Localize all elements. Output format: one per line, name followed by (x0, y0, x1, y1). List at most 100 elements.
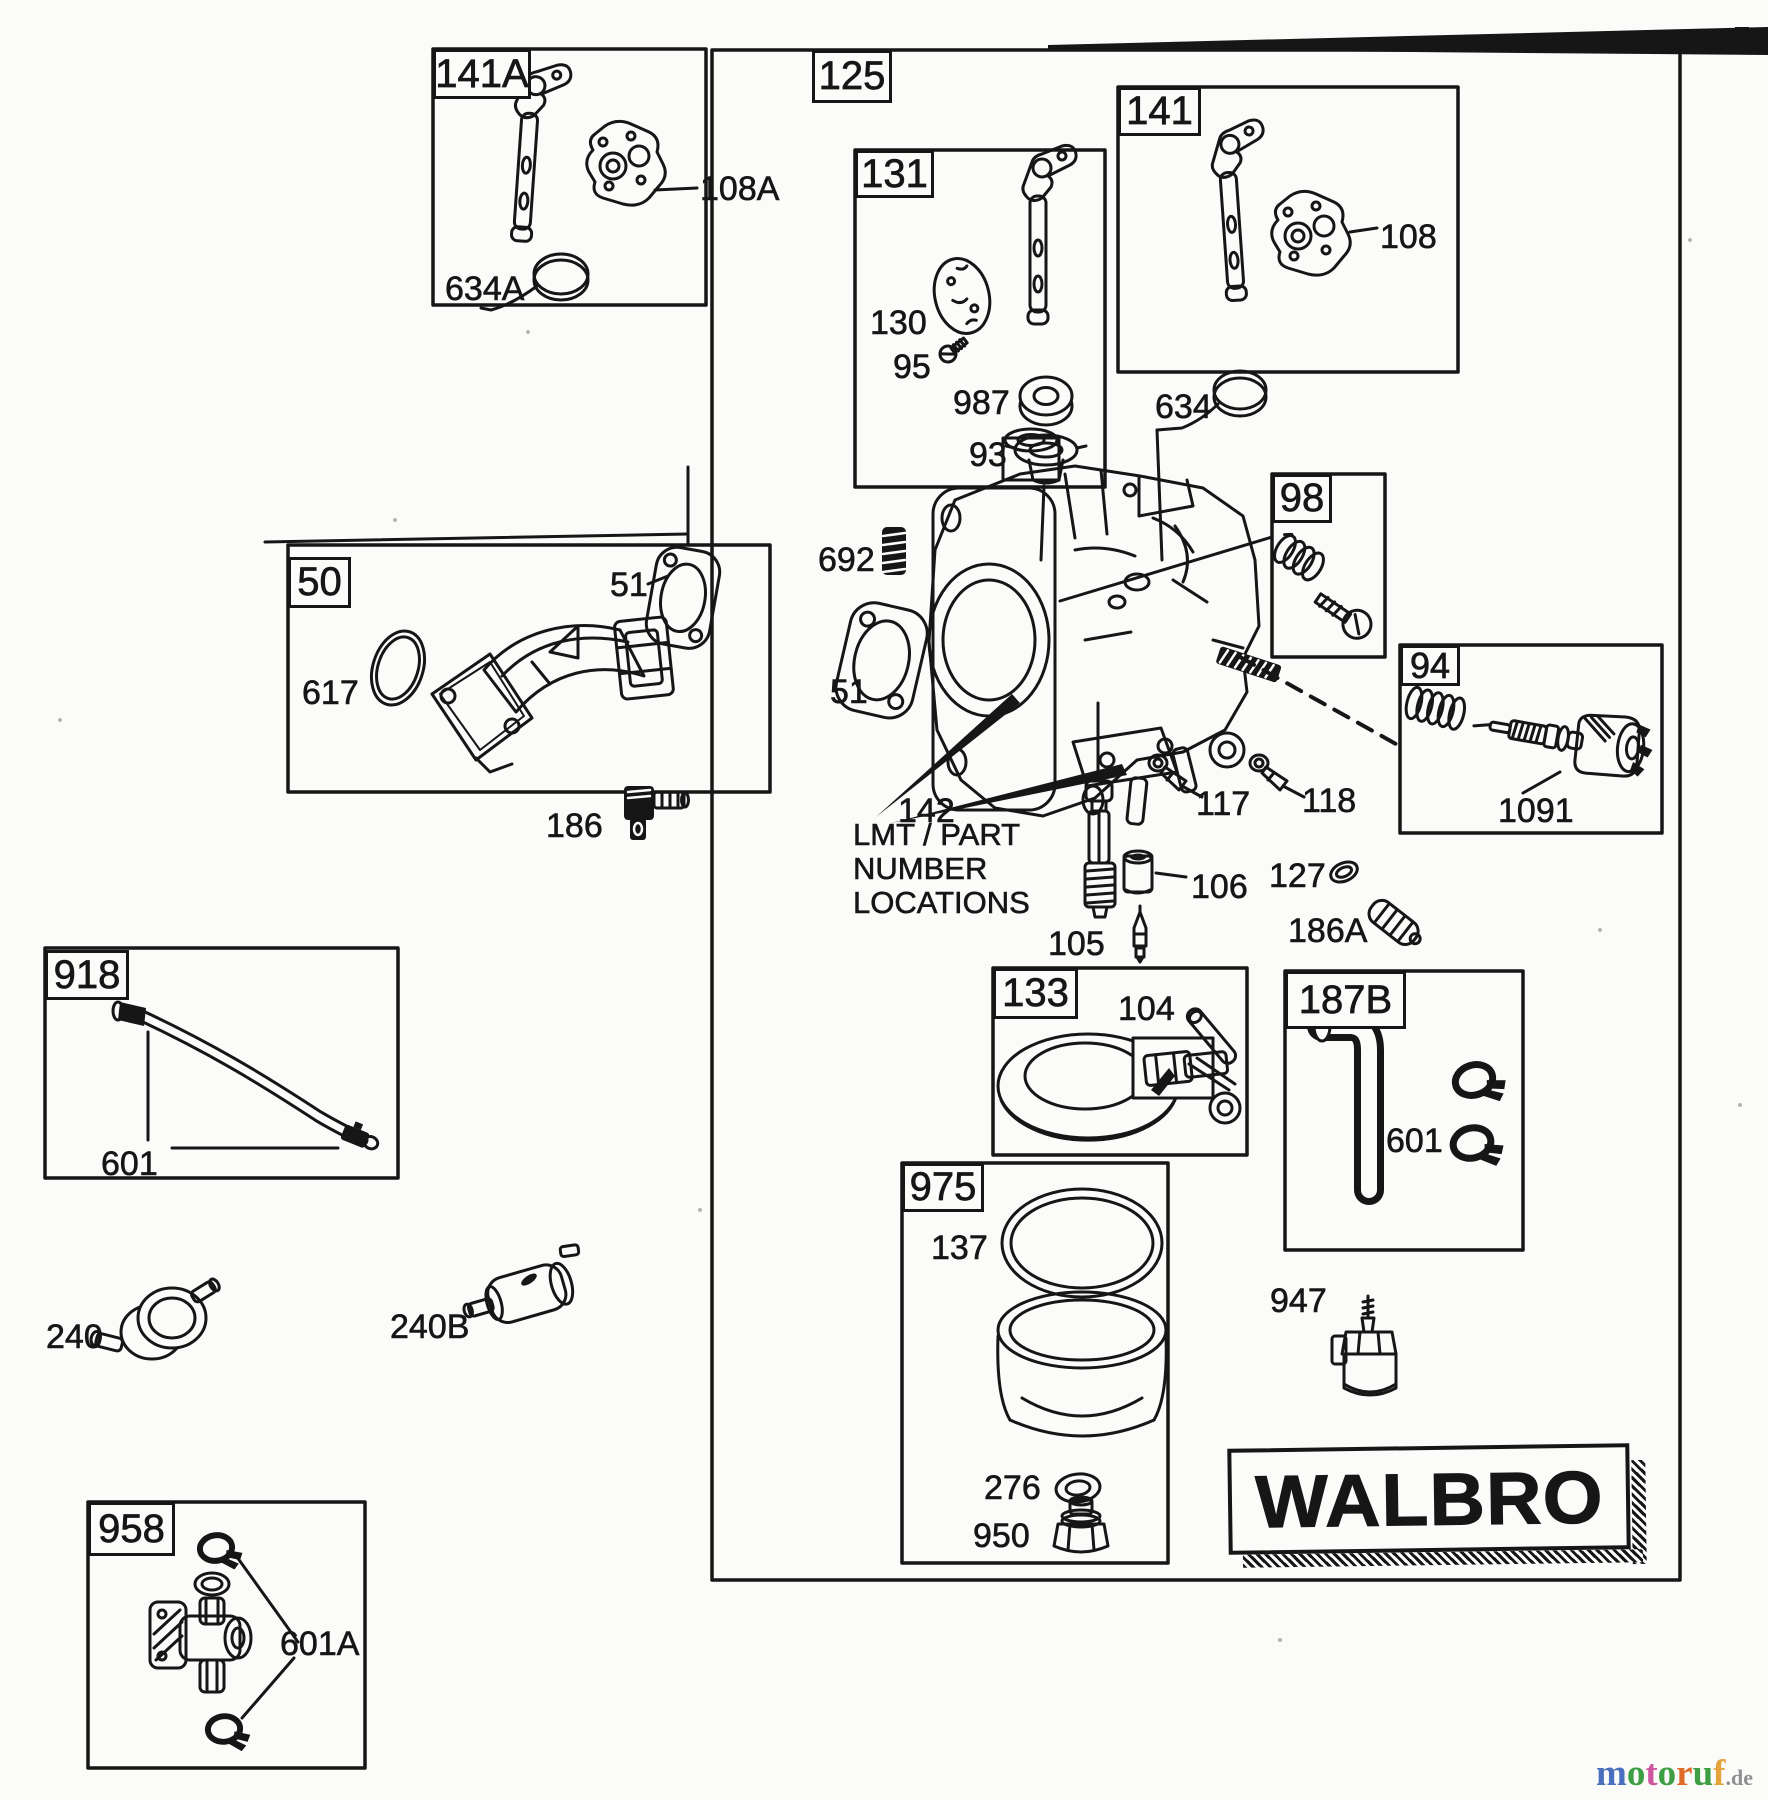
callout-601-breather: 601 (1386, 1122, 1443, 1160)
callout-117: 117 (1196, 785, 1251, 823)
watermark-letter: o (1657, 1753, 1677, 1794)
motoruf-watermark[interactable]: motoruf.de (1596, 1752, 1753, 1795)
part-nozzle-117 (1147, 753, 1188, 792)
callout-634A: 634A (445, 270, 525, 308)
part-needle-94 (1472, 719, 1585, 752)
box-label-133: 133 (993, 968, 1078, 1019)
callout-105: 105 (1048, 925, 1105, 963)
part-nozzle-118 (1248, 753, 1289, 792)
part-fuel-filter-240 (89, 1277, 221, 1361)
callout-106: 106 (1191, 868, 1248, 906)
callout-142: 142 (898, 792, 955, 830)
pointer-106 (1154, 871, 1188, 879)
callout-950: 950 (973, 1517, 1030, 1555)
lmt-line-2: NUMBER (853, 851, 988, 886)
part-intake-manifold (430, 615, 675, 774)
part-gasket-108A (585, 119, 667, 207)
callout-1091: 1091 (1498, 792, 1574, 830)
box-975 (900, 1161, 1170, 1565)
box-label-141A: 141A (433, 49, 531, 99)
box-label-98: 98 (1272, 474, 1332, 523)
callout-108: 108 (1380, 218, 1437, 256)
box-918 (43, 946, 400, 1180)
pointer-51-manifold (646, 574, 670, 586)
callout-276: 276 (984, 1469, 1041, 1507)
part-spring-94 (1404, 685, 1467, 731)
callout-127: 127 (1269, 857, 1326, 895)
watermark-letter: u (1692, 1753, 1714, 1794)
part-oring-127 (1329, 860, 1359, 884)
box-label-50: 50 (288, 557, 351, 608)
pointer-lmt-2 (891, 764, 1127, 823)
part-gasket-51 (834, 601, 929, 720)
box-133 (991, 966, 1249, 1157)
part-gasket-51-manifold (644, 545, 722, 650)
pointer-93 (1039, 484, 1046, 562)
box-label-918: 918 (45, 950, 129, 1000)
callout-601A: 601A (280, 1625, 360, 1663)
part-main-jet-142 (1083, 701, 1117, 919)
callout-692: 692 (818, 541, 875, 579)
callout-108A: 108A (700, 170, 780, 208)
callout-51-manifold: 51 (610, 566, 648, 604)
part-spring-692 (881, 527, 907, 575)
box-50 (286, 543, 772, 794)
part-valve-1091 (1573, 713, 1653, 778)
part-pin-104 (1185, 1007, 1238, 1065)
callout-634: 634 (1155, 388, 1212, 426)
callout-617: 617 (302, 674, 359, 712)
pointer-98 (1058, 535, 1274, 603)
watermark-letter: t (1645, 1753, 1658, 1794)
callout-104: 104 (1118, 990, 1175, 1028)
part-choke-plate-130 (932, 257, 992, 335)
part-fitting-186 (624, 786, 690, 840)
watermark-letter: f (1713, 1753, 1726, 1794)
part-bushing-106 (1122, 849, 1154, 895)
callout-95: 95 (893, 348, 931, 386)
box-label-187B: 187B (1285, 971, 1406, 1029)
part-fuel-bowl (996, 1290, 1168, 1438)
callout-130: 130 (870, 304, 927, 342)
pointer-94-dashed (1238, 655, 1398, 746)
callout-240B: 240B (390, 1308, 470, 1346)
callout-947: 947 (1270, 1282, 1327, 1320)
walbro-logo-box: WALBRO (1227, 1443, 1631, 1555)
box-958 (86, 1500, 367, 1770)
part-spring-634A (479, 252, 590, 312)
pointer-108 (1348, 226, 1379, 234)
watermark-letter: r (1676, 1753, 1693, 1794)
part-spring-98 (1273, 532, 1325, 582)
part-fuel-filter-240B (462, 1243, 581, 1325)
part-carburetor-body (927, 427, 1282, 826)
part-spring-634 (1155, 369, 1268, 432)
part-nut-950 (1052, 1495, 1110, 1554)
callout-186A: 186A (1288, 912, 1368, 950)
pointer-118 (1281, 784, 1306, 799)
box-141A (431, 47, 708, 307)
part-clamp-958-lower (204, 1713, 251, 1752)
pointer-601A-lower (240, 1656, 296, 1720)
lmt-line-1: LMT / PART (853, 817, 1021, 852)
part-breather-tube-601 (1307, 1009, 1384, 1205)
part-washer-276 (1054, 1472, 1102, 1504)
watermark-suffix: .de (1725, 1765, 1754, 1790)
pointer-117 (1180, 784, 1204, 799)
part-oring-617 (369, 629, 427, 707)
part-clamp-187B-upper (1451, 1061, 1506, 1102)
callout-186: 186 (546, 807, 603, 845)
part-fuel-line-601 (111, 1000, 380, 1151)
pointer-1091 (1521, 770, 1562, 795)
part-solenoid-947 (1330, 1294, 1398, 1397)
lmt-annotation: LMT / PART NUMBER LOCATIONS (853, 817, 1030, 920)
part-float-133 (996, 1032, 1242, 1142)
part-shutoff-valve (148, 1571, 253, 1694)
callout-93: 93 (969, 436, 1007, 474)
callout-987: 987 (953, 384, 1010, 422)
pointer-634 (1155, 428, 1164, 562)
part-choke-shaft-131 (1021, 143, 1078, 326)
pointer-lmt-1 (876, 694, 1020, 817)
part-needle-105 (1132, 904, 1148, 964)
callout-51-carb: 51 (830, 673, 868, 711)
